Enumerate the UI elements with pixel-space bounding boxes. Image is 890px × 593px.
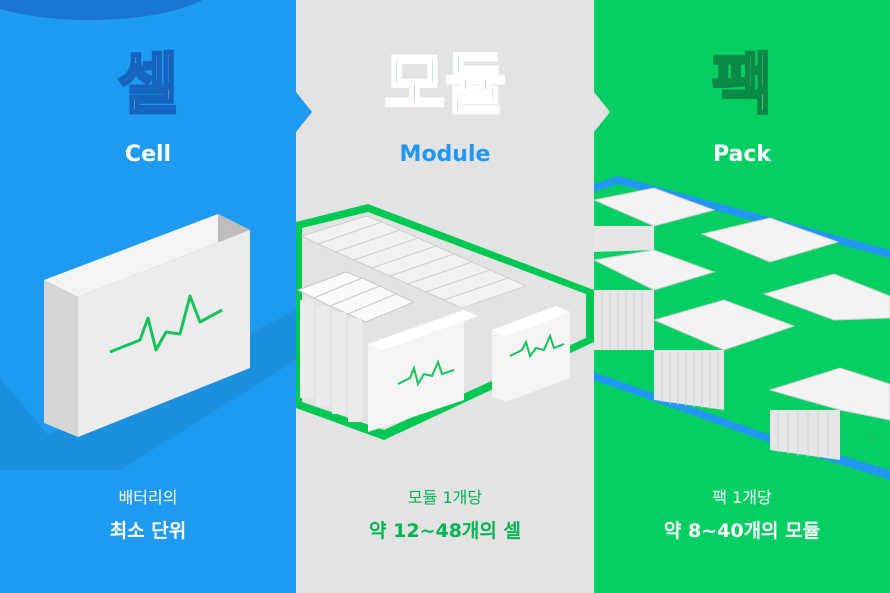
chevron-right-icon [594, 92, 610, 132]
cell-desc-line1: 배터리의 [118, 488, 178, 507]
pack-title-en: Pack [712, 142, 772, 167]
module-desc-line2: 약 12~48개의 셀 [369, 520, 521, 542]
module-title-ko: 모듈 [383, 46, 507, 123]
pack-panel: 팩 Pack [594, 0, 890, 593]
cell-panel: 셀 Cell 배터리의 최소 단위 [0, 0, 296, 593]
heartbeat-icon [863, 429, 884, 442]
cell-desc-line2: 최소 단위 [109, 520, 187, 542]
cell-illustration [0, 214, 296, 470]
module-title-en: Module [399, 142, 491, 167]
heartbeat-icon [509, 333, 565, 359]
cell-title-ko: 셀 [116, 46, 180, 123]
chevron-right-icon [296, 92, 312, 132]
module-illustration [296, 204, 594, 440]
cell-title-en: Cell [124, 142, 172, 167]
pack-title-ko: 팩 [710, 46, 774, 123]
pack-illustration [594, 176, 890, 480]
pack-desc-line1: 팩 1개당 [712, 488, 772, 507]
pack-desc-line2: 약 8~40개의 모듈 [663, 520, 821, 542]
module-panel: 모듈 Module [296, 0, 594, 593]
module-desc-line1: 모듈 1개당 [407, 488, 483, 507]
heartbeat-icon [109, 294, 223, 354]
heartbeat-icon [397, 359, 455, 387]
